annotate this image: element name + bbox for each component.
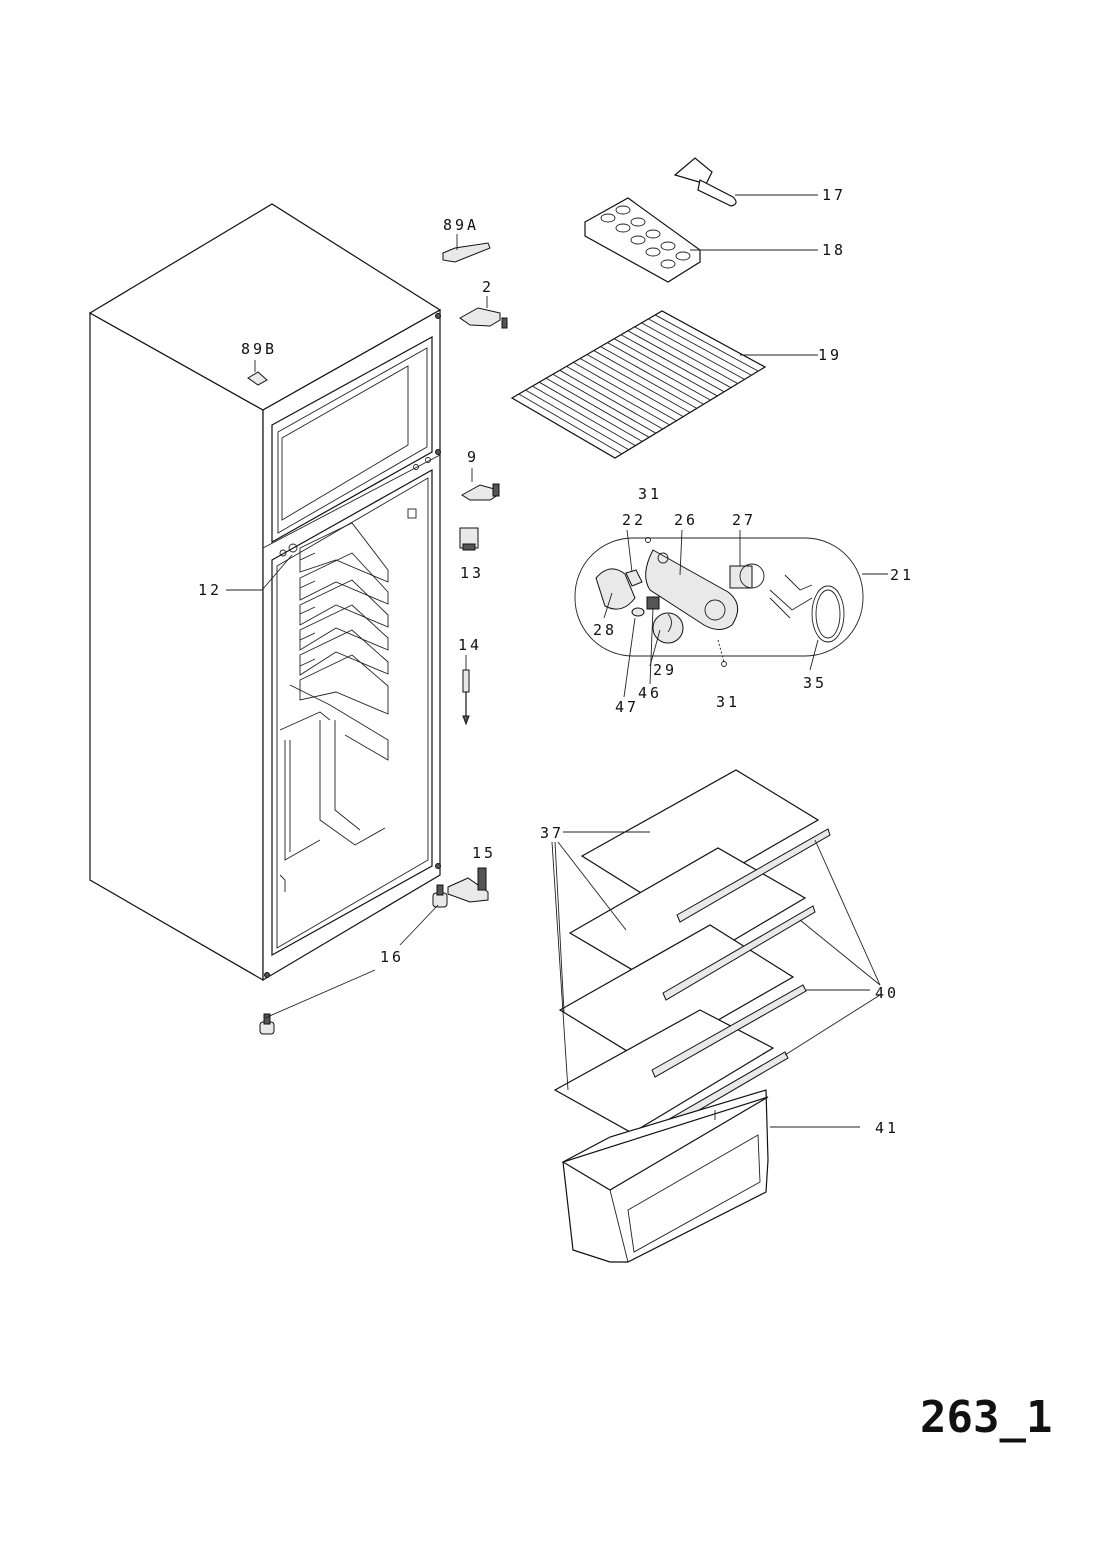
label-37: 37	[540, 824, 564, 842]
part-number-labels: 89A 89B 2 9 12 13 14 15 16 17 18 19 21 2…	[198, 186, 914, 1137]
label-89b: 89B	[241, 340, 277, 358]
label-15: 15	[472, 844, 496, 862]
part-89b	[247, 360, 268, 386]
shelf-wire	[600, 346, 704, 405]
label-31-top: 31	[638, 485, 662, 503]
label-17: 17	[822, 186, 846, 204]
shelf-wire	[593, 350, 698, 409]
label-35: 35	[803, 674, 827, 692]
shelf-wire	[552, 373, 657, 434]
label-26: 26	[674, 511, 698, 529]
shelf-wire	[566, 365, 670, 426]
part-9-middle-hinge	[461, 468, 500, 501]
label-19: 19	[818, 346, 842, 364]
shelf-wire	[620, 334, 725, 393]
part-16-adjustable-foot	[259, 884, 448, 1035]
label-27: 27	[732, 511, 756, 529]
shelf-wire	[539, 381, 643, 442]
part-15-bottom-hinge	[447, 867, 489, 903]
part-18-ice-tray	[584, 197, 701, 283]
shelf-wire	[579, 358, 684, 418]
leader-lines	[226, 194, 888, 1128]
label-31-bottom: 31	[716, 693, 740, 711]
label-2: 2	[482, 278, 494, 296]
part-89a-hinge-cover	[442, 234, 491, 263]
label-22: 22	[622, 511, 646, 529]
label-14: 14	[458, 636, 482, 654]
shelf-wire	[586, 354, 691, 413]
label-28: 28	[593, 621, 617, 639]
label-89a: 89A	[443, 216, 479, 234]
page-id: 263_1	[920, 1392, 1052, 1443]
shelf-wire	[654, 314, 759, 372]
shelf-wire	[525, 389, 629, 451]
shelf-wire	[607, 342, 711, 401]
label-13: 13	[460, 564, 484, 582]
shelf-wire	[634, 326, 738, 384]
label-41: 41	[875, 1119, 899, 1137]
label-12: 12	[198, 581, 222, 599]
shelf-wire	[627, 330, 732, 389]
label-18: 18	[822, 241, 846, 259]
shelf-wire	[648, 318, 752, 376]
evaporator-shelves	[299, 522, 389, 715]
fridge-cabinet	[88, 203, 442, 982]
part-13-thermostat	[459, 527, 479, 551]
label-29: 29	[653, 661, 677, 679]
part-17-ice-scraper	[673, 157, 737, 207]
label-16: 16	[380, 948, 404, 966]
part-21-lamp-assembly	[574, 537, 864, 667]
part-19-wire-shelf	[510, 310, 767, 459]
shelf-wire	[559, 369, 663, 430]
label-47: 47	[615, 698, 639, 716]
label-21: 21	[890, 566, 914, 584]
part-37-glass-shelves	[553, 769, 820, 1134]
shelf-wire	[532, 385, 636, 446]
shelf-wire	[641, 322, 745, 380]
shelf-wire	[518, 393, 623, 455]
label-46: 46	[638, 684, 662, 702]
part-14-pin	[462, 655, 470, 726]
part-2-top-hinge	[459, 296, 508, 329]
shelf-wire	[573, 362, 677, 422]
shelf-wire	[545, 377, 650, 438]
part-41-crisper-drawer	[561, 1089, 769, 1263]
label-9: 9	[467, 448, 479, 466]
shelf-wire	[614, 338, 718, 397]
label-40: 40	[875, 984, 899, 1002]
